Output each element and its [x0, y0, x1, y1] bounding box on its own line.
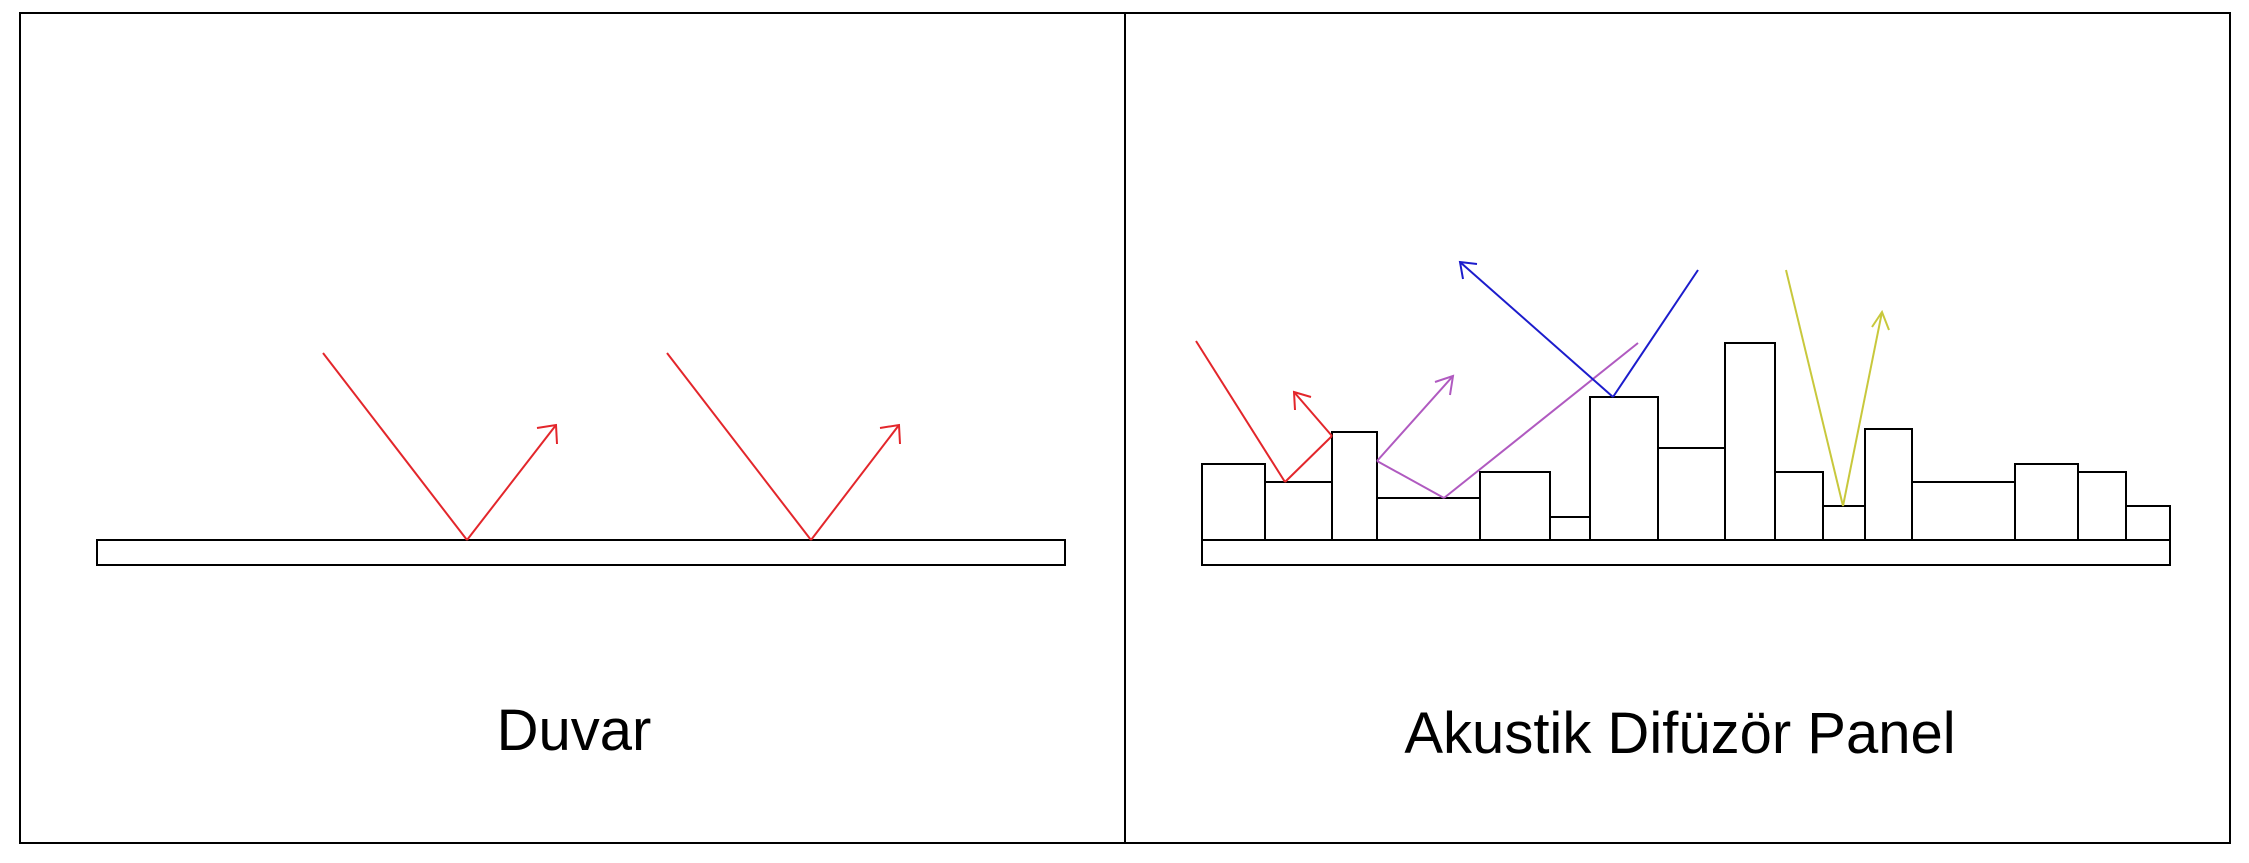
reflected-ray-2 [666, 352, 901, 541]
reflected-ray [1376, 375, 1454, 462]
diffuser-block [1822, 505, 1866, 541]
incident-ray [322, 352, 468, 541]
diffuser-block [1657, 447, 1726, 541]
arrow-head-icon [1292, 390, 1312, 411]
arrow-head-icon [536, 423, 558, 445]
olive-ray [1785, 269, 1890, 507]
diffuser-block [1864, 428, 1913, 541]
diffuser-block [1201, 463, 1266, 541]
incident-ray [1195, 340, 1286, 483]
diffuser-caption: Akustik Difüzör Panel [1404, 701, 1955, 766]
reflected-ray [1459, 261, 1614, 398]
wall-caption: Duvar [497, 698, 652, 763]
arrow-head-icon [1871, 309, 1890, 331]
incident-ray [1612, 269, 1699, 398]
arrow-head-icon [1458, 260, 1478, 280]
diffuser-panel: Akustik Difüzör Panel [1195, 260, 2171, 766]
blue-ray [1458, 260, 1699, 398]
diffuser-block [1479, 471, 1551, 541]
diffuser-block [1774, 471, 1824, 541]
incident-ray [1785, 269, 1844, 507]
arrow-head-icon [879, 423, 901, 445]
reflected-ray [466, 424, 557, 541]
diffuser-base [1201, 539, 2171, 566]
wall-panel: Duvar [96, 352, 1066, 763]
arrow-head-icon [1434, 374, 1455, 396]
reflected-ray [1376, 460, 1445, 499]
purple-ray [1376, 342, 1639, 499]
red-ray [1195, 340, 1333, 483]
diffuser-blocks [1201, 342, 2171, 541]
diffuser-block [1589, 396, 1659, 541]
incident-ray [666, 352, 812, 541]
wall-surface [96, 539, 1066, 566]
diffuser-block [1376, 497, 1481, 541]
diffuser-block [1331, 431, 1378, 541]
diffuser-block [2077, 471, 2127, 541]
diffuser-block [1549, 516, 1591, 541]
diffuser-block [1264, 481, 1333, 541]
diffuser-block [1724, 342, 1776, 541]
incident-ray [1443, 342, 1639, 499]
reflected-ray-1 [322, 352, 558, 541]
reflected-ray [1293, 391, 1333, 437]
diffuser-block [1911, 481, 2016, 541]
reflected-ray [810, 424, 900, 541]
diffuser-block [2014, 463, 2079, 541]
reflected-ray [1842, 311, 1883, 507]
diffuser-block [2125, 505, 2171, 541]
reflected-ray [1284, 435, 1333, 483]
